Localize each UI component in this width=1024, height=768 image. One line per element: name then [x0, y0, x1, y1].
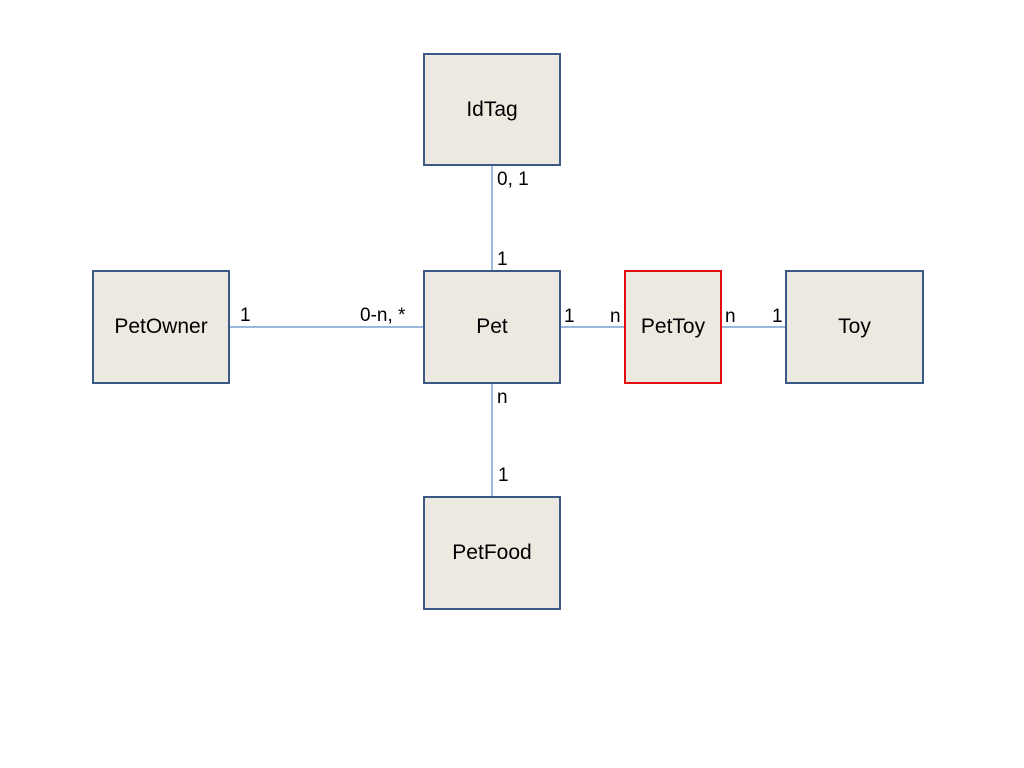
entity-pet-label: Pet: [476, 315, 508, 338]
multiplicity-pet-pettoy-end: 1: [564, 306, 575, 327]
multiplicity-pet-petfood-end: n: [497, 387, 508, 408]
entity-pet[interactable]: Pet: [423, 270, 561, 384]
multiplicity-toy-end: 1: [772, 306, 783, 327]
multiplicity-pet-idtag-end: 1: [497, 249, 508, 270]
multiplicity-pet-petowner-end: 0-n, *: [360, 305, 406, 326]
entity-petowner[interactable]: PetOwner: [92, 270, 230, 384]
entity-pettoy[interactable]: PetToy: [624, 270, 722, 384]
entity-petowner-label: PetOwner: [114, 315, 208, 338]
entity-pettoy-label: PetToy: [640, 315, 706, 338]
entity-toy[interactable]: Toy: [785, 270, 924, 384]
multiplicity-petfood-end: 1: [498, 465, 509, 486]
entity-petfood[interactable]: PetFood: [423, 496, 561, 610]
entity-idtag-label: IdTag: [466, 97, 518, 121]
multiplicity-pettoy-pet-end: n: [610, 306, 621, 327]
entity-idtag[interactable]: IdTag: [423, 53, 561, 166]
multiplicity-petowner-end: 1: [240, 305, 251, 326]
entity-petfood-label: PetFood: [452, 541, 532, 564]
multiplicity-idtag-end: 0, 1: [497, 169, 529, 190]
entity-toy-label: Toy: [838, 315, 871, 338]
multiplicity-pettoy-toy-end: n: [725, 306, 736, 327]
